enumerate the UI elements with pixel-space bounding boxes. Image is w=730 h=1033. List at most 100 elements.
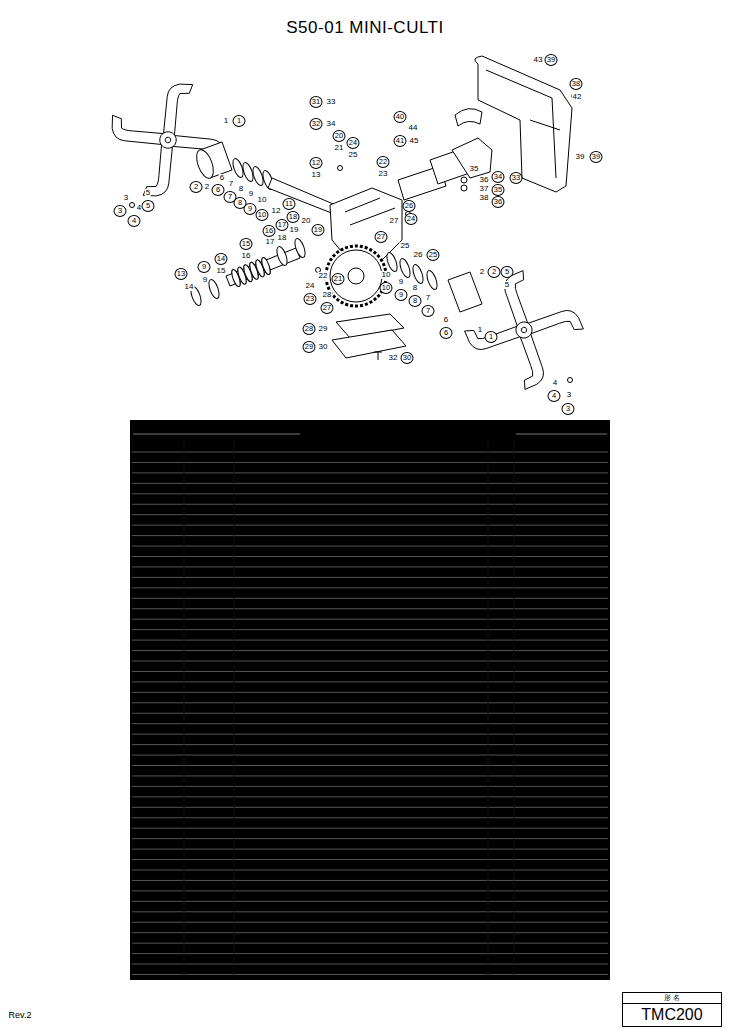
- callout-number: 25: [400, 242, 411, 250]
- callout-number: 3: [114, 205, 127, 217]
- callout-number: 23: [378, 170, 389, 178]
- callout-number: 8: [412, 284, 418, 292]
- callout-number: 13: [175, 268, 188, 280]
- callout-number: 17: [265, 238, 276, 246]
- callout-number: 38: [570, 78, 583, 90]
- callout-number: 12: [310, 157, 323, 169]
- callout-number: 9: [398, 278, 404, 286]
- callout-number: 29: [318, 325, 329, 333]
- callout-number: 24: [305, 282, 316, 290]
- callout-number: 6: [443, 316, 449, 324]
- callout-number: 9: [198, 261, 211, 273]
- callout-number: 3: [566, 391, 572, 399]
- callout-number: 5: [504, 281, 510, 289]
- page-title: S50-01 MINI-CULTI: [0, 18, 730, 38]
- parts-table: [130, 420, 610, 980]
- callout-number: 36: [492, 196, 505, 208]
- callout-number: 20: [333, 130, 346, 142]
- callout-number: 4: [552, 379, 558, 387]
- callout-number: 29: [303, 341, 316, 353]
- tine-blade: [453, 259, 594, 400]
- callout-number: 26: [403, 200, 416, 212]
- callout-number: 11: [283, 198, 296, 210]
- callout-number: 30: [318, 343, 329, 351]
- callout-number: 3: [123, 194, 129, 202]
- callout-number: 8: [238, 185, 244, 193]
- callout-number: 18: [277, 234, 288, 242]
- callout-number: 41: [394, 135, 407, 147]
- callout-number: 10: [257, 196, 268, 204]
- callout-number: 34: [326, 120, 337, 128]
- callout-number: 17: [276, 219, 289, 231]
- callout-number: 14: [215, 253, 228, 265]
- callout-number: 39: [545, 54, 558, 66]
- callout-number: 1: [223, 117, 229, 125]
- callout-number: 27: [321, 302, 334, 314]
- callout-number: 27: [389, 217, 400, 225]
- callout-number: 15: [216, 267, 227, 275]
- callout-number: 9: [248, 190, 254, 198]
- callout-number: 6: [440, 327, 453, 339]
- callout-number: 39: [575, 153, 586, 161]
- callout-number: 16: [263, 225, 276, 237]
- callout-number: 9: [244, 203, 257, 215]
- callout-number: 14: [184, 283, 195, 291]
- callout-number: 1: [477, 326, 483, 334]
- model-name: TMC200: [623, 1004, 721, 1026]
- callout-number: 44: [408, 124, 419, 132]
- gear: [326, 246, 386, 306]
- callout-number: 7: [422, 305, 435, 317]
- callout-number: 32: [388, 354, 399, 362]
- callout-number: 33: [510, 172, 523, 184]
- callout-number: 2: [204, 183, 210, 191]
- callout-number: 2: [488, 266, 501, 278]
- callout-number: 23: [304, 293, 317, 305]
- callout-number: 39: [590, 151, 603, 163]
- callout-number: 10: [256, 209, 269, 221]
- callout-number: 33: [326, 98, 337, 106]
- callout-number: 28: [303, 323, 316, 335]
- callout-number: 45: [409, 137, 420, 145]
- callout-number: 9: [202, 276, 208, 284]
- callout-number: 15: [240, 238, 253, 250]
- callout-number: 1: [485, 331, 498, 343]
- callout-number: 43: [533, 56, 544, 64]
- callout-number: 12: [271, 207, 282, 215]
- callout-number: 8: [409, 295, 422, 307]
- callout-number: 32: [310, 118, 323, 130]
- callout-number: 34: [492, 171, 505, 183]
- callout-number: 2: [479, 268, 485, 276]
- callout-number: 4: [548, 390, 561, 402]
- callout-number: 35: [492, 184, 505, 196]
- callout-number: 37: [479, 185, 490, 193]
- callout-number: 7: [228, 180, 234, 188]
- callout-number: 6: [219, 174, 225, 182]
- callout-number: 28: [322, 291, 333, 299]
- callout-number: 36: [479, 176, 490, 184]
- callout-number: 25: [348, 151, 359, 159]
- callout-number: 31: [310, 96, 323, 108]
- bracket: [475, 56, 572, 192]
- callout-number: 2: [190, 181, 203, 193]
- field-heading: 形 名: [623, 993, 721, 1004]
- revision-note: Rev.2: [8, 1011, 33, 1020]
- hub: [448, 272, 482, 312]
- callout-number: 6: [212, 184, 225, 196]
- callout-number: 3: [562, 403, 575, 415]
- callout-number: 1: [233, 115, 246, 127]
- callout-number: 5: [145, 189, 151, 197]
- callout-number: 27: [375, 231, 388, 243]
- callout-number: 10: [380, 282, 393, 294]
- callout-number: 22: [318, 272, 329, 280]
- callout-number: 20: [301, 217, 312, 225]
- callout-number: 38: [479, 194, 490, 202]
- callout-number: 21: [334, 144, 345, 152]
- callout-number: 5: [142, 200, 155, 212]
- callout-number: 5: [501, 266, 514, 278]
- callout-number: 21: [332, 273, 345, 285]
- callout-number: 42: [572, 93, 583, 101]
- callout-number: 4: [128, 215, 141, 227]
- callout-number: 10: [381, 271, 392, 279]
- callout-number: 7: [425, 294, 431, 302]
